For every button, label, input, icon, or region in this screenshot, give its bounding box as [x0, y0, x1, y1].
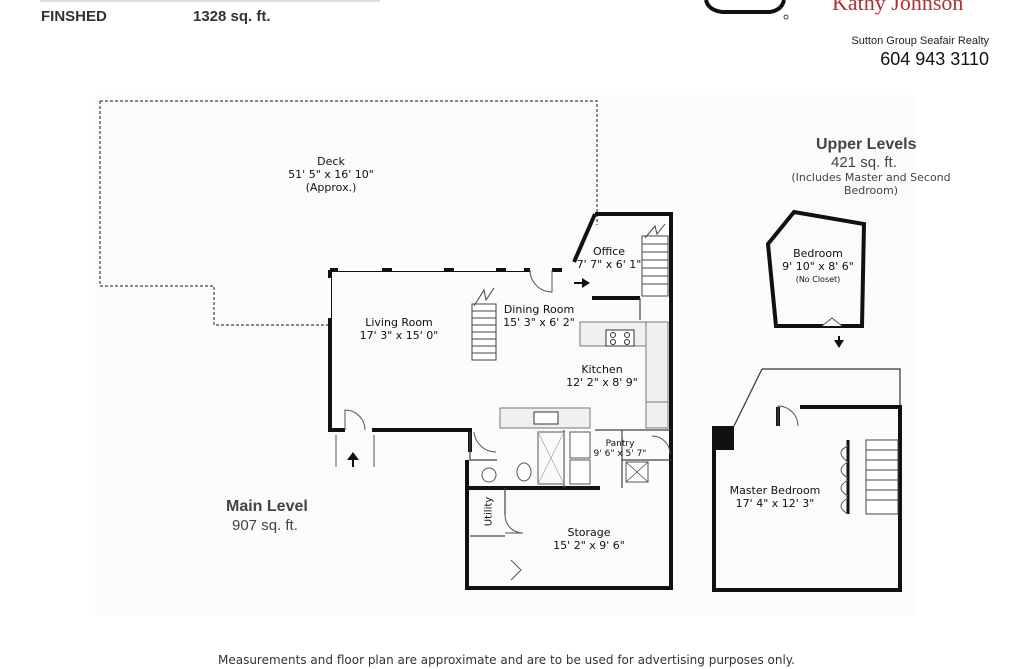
room-storage: Storage 15' 2" x 9' 6": [553, 526, 625, 552]
upper-levels-area: 421 sq. ft.: [831, 154, 897, 171]
room-kitchen: Kitchen 12' 2" x 8' 9": [566, 363, 638, 389]
window-marks: [328, 268, 524, 318]
plan-background: [95, 95, 915, 615]
door-swings: [344, 269, 671, 581]
main-level-title: Main Level: [226, 498, 308, 515]
master-walls: [712, 405, 902, 592]
room-office: Office 7' 7" x 6' 1": [576, 245, 642, 271]
header-divider: [40, 0, 380, 2]
stove-icon: [605, 329, 635, 347]
stairs-office: [641, 223, 669, 297]
room-deck: Deck 51' 5" x 16' 10" (Approx.): [288, 155, 374, 194]
entry-arrowhead-icon: [347, 452, 359, 460]
office-arrow-icon: [582, 278, 590, 288]
upper-levels-note: (Includes Master and Second Bedroom): [791, 171, 951, 197]
toilet-icon: [516, 462, 532, 482]
room-dining: Dining Room 15' 3" x 6' 2": [503, 303, 575, 329]
room-master-bedroom: Master Bedroom 17' 4" x 12' 3": [729, 484, 821, 510]
upper-levels-title: Upper Levels: [816, 136, 917, 153]
agent-name: Kathy Johnson: [832, 0, 964, 15]
vanity-icon: [569, 459, 591, 485]
stairs-master: [865, 439, 899, 515]
agency-name: Sutton Group Seafair Realty: [851, 35, 989, 47]
room-pantry: Pantry 9' 6" x 5' 7": [593, 439, 647, 459]
room-living: Living Room 17' 3" x 15' 0": [359, 316, 439, 342]
main-level-area: 907 sq. ft.: [232, 517, 298, 534]
master-roof-outline: [762, 368, 901, 407]
water-heater-icon: [481, 467, 497, 483]
room-bedroom: Bedroom 9' 10" x 8' 6" (No Closet): [782, 247, 854, 284]
deck-outline: [99, 100, 598, 326]
stairs-dining: [471, 287, 497, 361]
kitchen-sink-icon: [533, 411, 559, 425]
chimney-block: [712, 426, 734, 450]
bedroom-arrow-icon: [834, 340, 844, 348]
finished-label: FINSHED: [41, 8, 107, 25]
bath-sink-icon: [569, 431, 591, 459]
room-utility: Utility: [483, 496, 495, 527]
closet-doors: [840, 445, 849, 515]
phone-number: 604 943 3110: [880, 49, 989, 69]
bedroom-walls: [765, 209, 867, 328]
kitchen-counters: [499, 321, 669, 429]
finished-area: 1328 sq. ft.: [193, 8, 271, 25]
disclaimer: Measurements and floor plan are approxim…: [217, 653, 795, 667]
